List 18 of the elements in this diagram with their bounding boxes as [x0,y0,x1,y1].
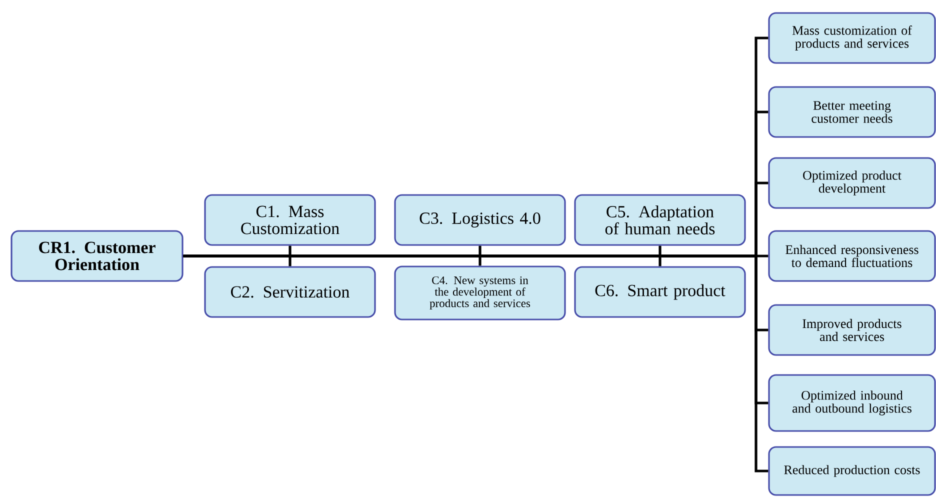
outcome-box: Reduced production costs [768,446,936,496]
category-box: C2. Servitization [204,266,376,318]
category-box: C3. Logistics 4.0 [394,194,566,246]
category-box: C5. Adaptation of human needs [574,194,746,246]
connector-line [183,254,768,472]
outcome-box: Improved products and services [768,304,936,356]
category-box: C6. Smart product [574,266,746,318]
category-box: C4. New systems in the development of products and services [394,266,566,320]
main-box: CR1. Customer Orientation [10,230,184,282]
outcome-box: Optimized product development [768,157,936,209]
outcome-box: Optimized inbound and outbound logistics [768,374,936,432]
outcome-box: Enhanced responsiveness to demand fluctuations [768,230,936,282]
connector-line [658,246,662,266]
category-box: C1. Mass Customization [204,194,376,246]
outcome-box: Better meeting customer needs [768,86,936,138]
outcome-box: Mass customization of products and services [768,12,936,64]
connector-line [478,246,482,266]
connector-line [288,246,292,266]
